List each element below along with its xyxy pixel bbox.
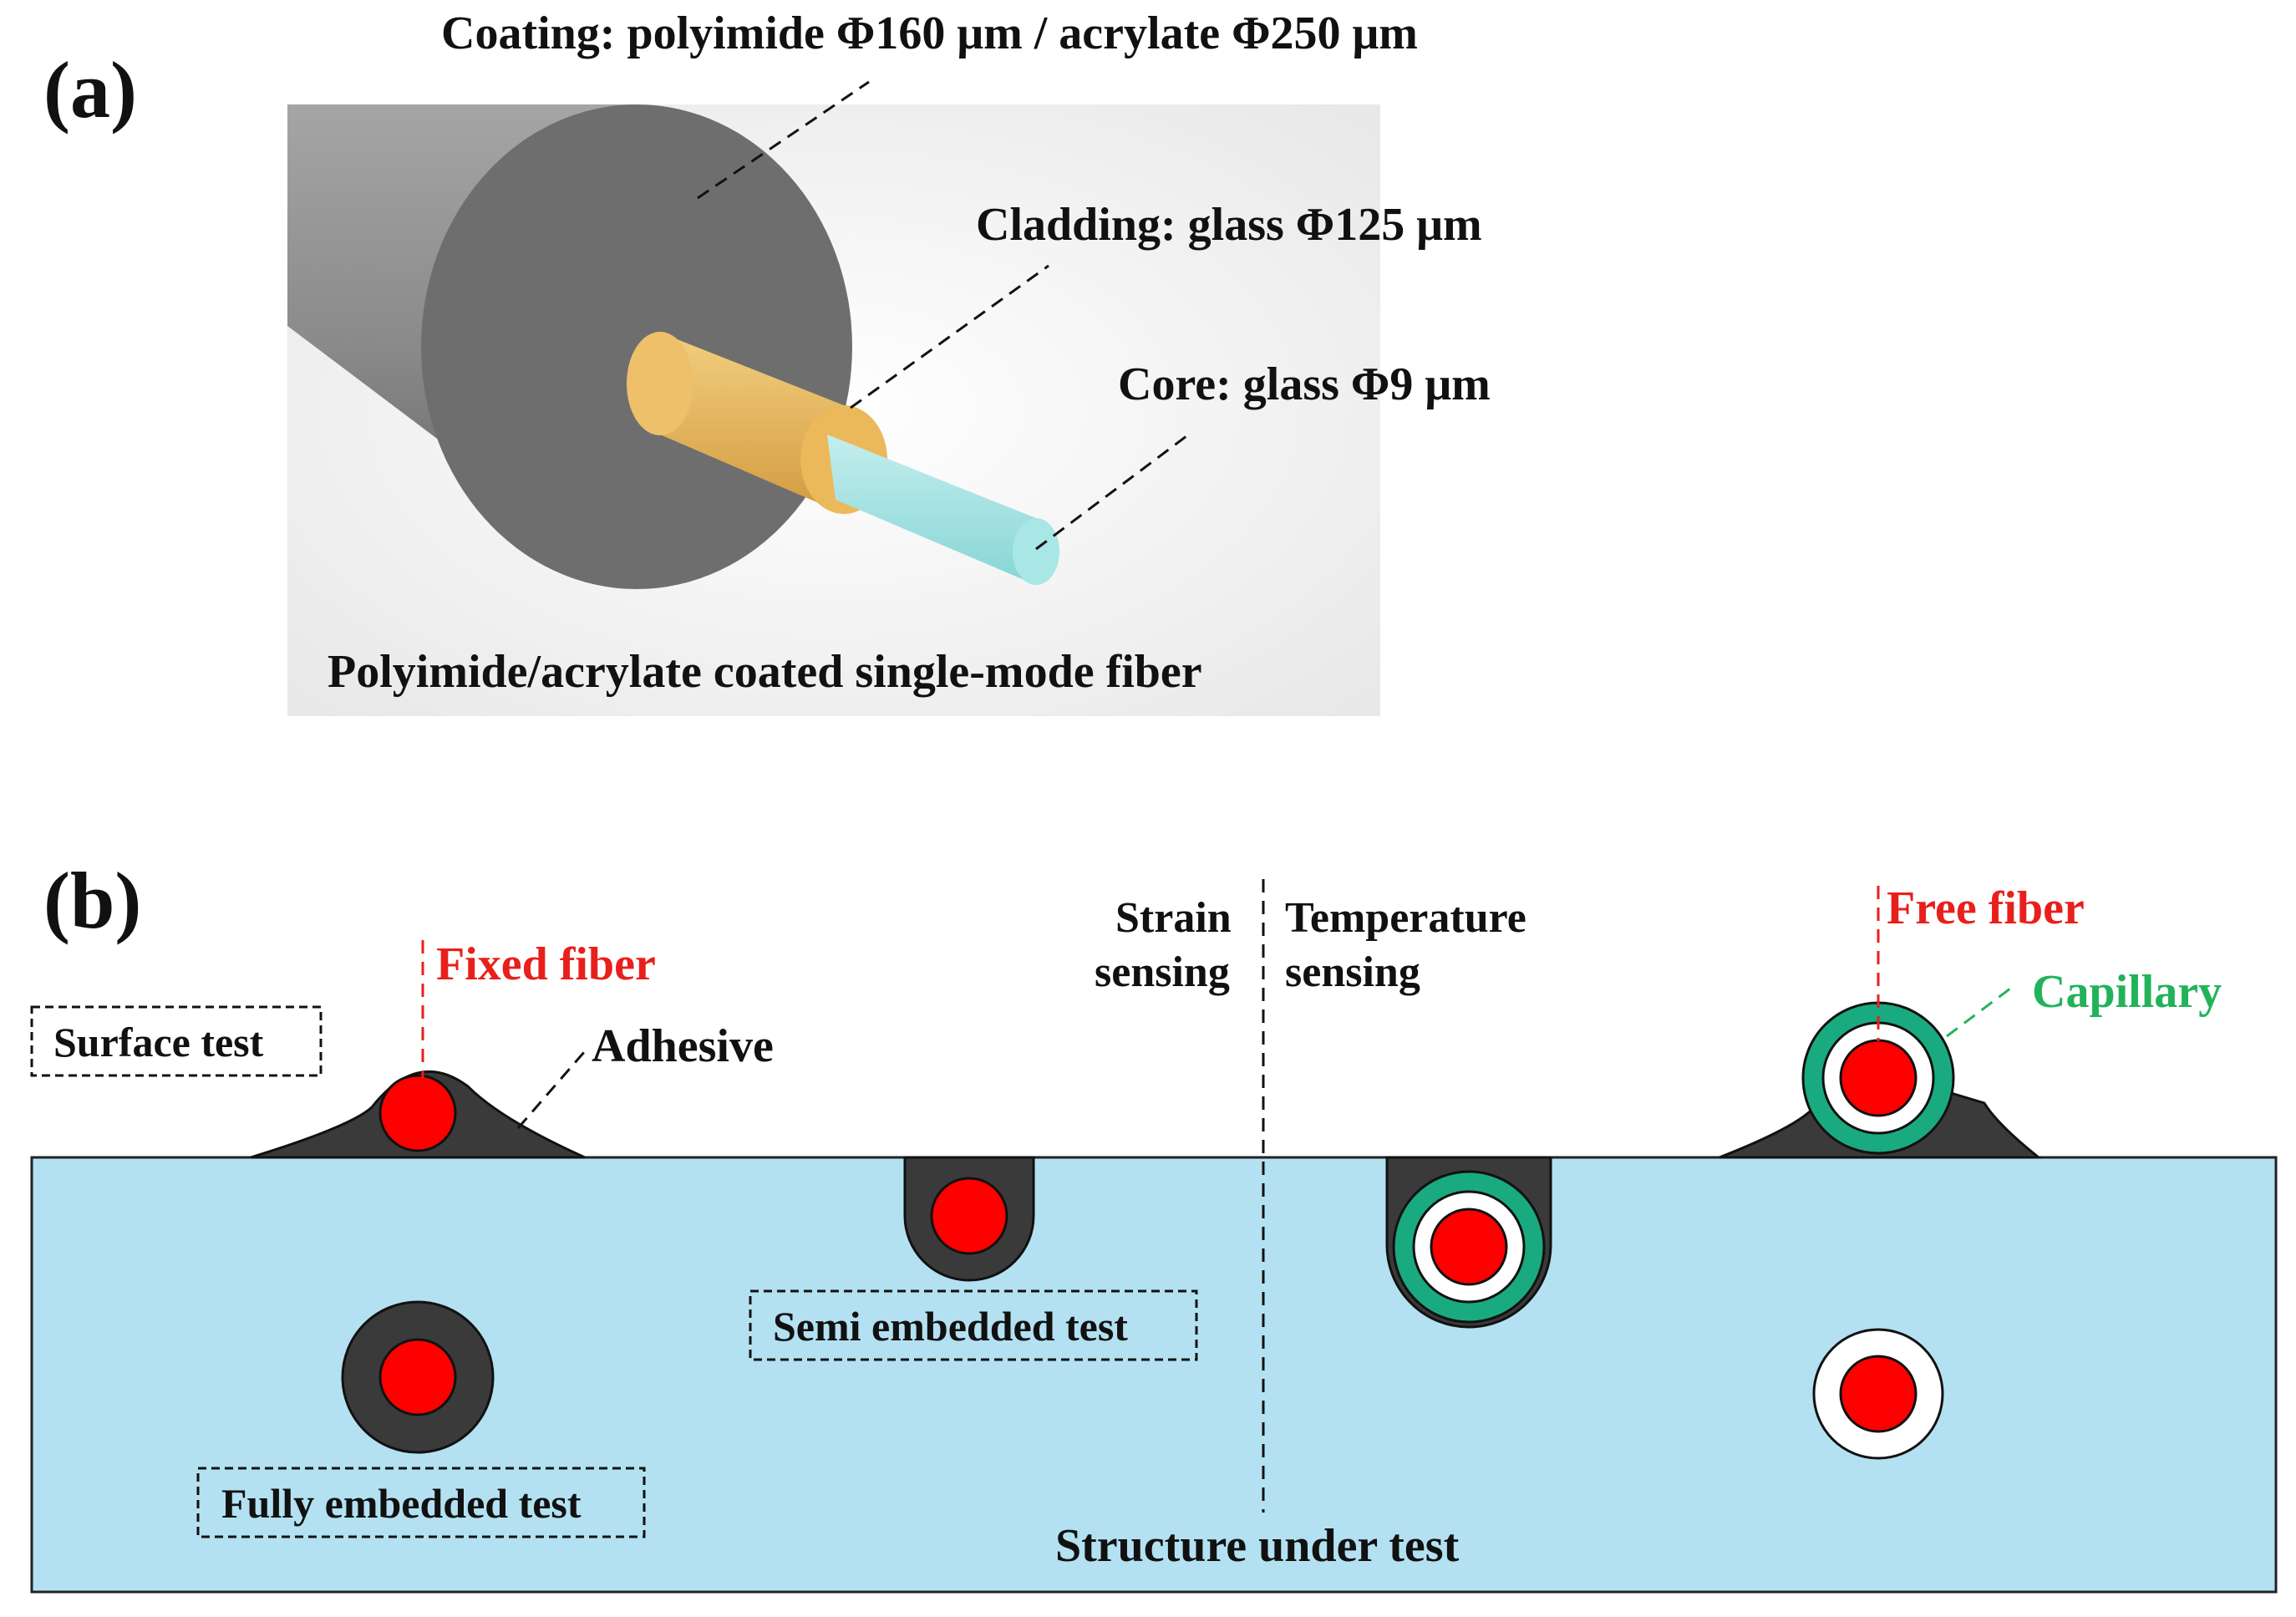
semi-embedded-strain-fiber — [903, 1156, 1035, 1282]
fixed-fiber-dot — [378, 1074, 457, 1152]
fully-embedded-temperature-fiber — [1812, 1328, 1944, 1460]
fiber-caption: Polyimide/acrylate coated single-mode fi… — [328, 646, 1202, 698]
temperature-label-line2: sensing — [1285, 948, 1420, 996]
semi-embedded-fiber-dot — [930, 1177, 1008, 1255]
surface-temperature-fiber — [1719, 1001, 2043, 1159]
panel-a-leaders — [697, 80, 1187, 551]
panel-b-label: (b) — [43, 856, 141, 945]
adhesive-leader — [516, 1050, 587, 1129]
panel-a-label: (a) — [43, 45, 137, 135]
semi-embedded-temperature-fiber — [1385, 1156, 1552, 1329]
capillary-leader — [1946, 984, 2014, 1038]
cladding-leader — [850, 264, 1049, 409]
semi-embedded-label: Semi embedded test — [773, 1303, 1128, 1350]
cladding-start — [627, 332, 693, 435]
core-body — [827, 435, 1036, 585]
fully-embedded-label: Fully embedded test — [221, 1480, 582, 1527]
semi-embedded-box — [749, 1289, 1198, 1361]
capillary-label: Capillary — [2032, 966, 2222, 1018]
fully-embedded-box — [196, 1467, 646, 1538]
fully-embedded-fiber-dot — [378, 1338, 457, 1416]
surface-strain-fiber — [250, 1070, 586, 1159]
coating-label: Coating: polyimide Φ160 μm / acrylate Φ2… — [441, 8, 1418, 59]
core-label: Core: glass Φ9 μm — [1118, 358, 1491, 410]
core-leader — [1035, 435, 1187, 551]
strain-label-line2: sensing — [1095, 948, 1230, 996]
strain-label-line1: Strain — [1115, 894, 1232, 942]
semi-embedded-free-fiber-dot — [1430, 1208, 1508, 1286]
cladding-body — [660, 333, 844, 514]
free-fiber-label: Free fiber — [1887, 882, 2085, 934]
fiber-render — [287, 104, 1380, 716]
free-fiber-dot — [1839, 1039, 1918, 1117]
surface-test-box — [30, 1005, 323, 1077]
surface-test-label: Surface test — [53, 1019, 264, 1065]
adhesive-label: Adhesive — [592, 1020, 774, 1072]
cladding-label: Cladding: glass Φ125 μm — [976, 199, 1482, 251]
structure-label: Structure under test — [1055, 1520, 1460, 1572]
temperature-label-line1: Temperature — [1285, 894, 1526, 942]
fully-embedded-strain-fiber — [341, 1300, 495, 1454]
fully-embedded-free-fiber-dot — [1839, 1355, 1918, 1433]
coating-leader — [697, 80, 870, 200]
fixed-fiber-label: Fixed fiber — [436, 938, 656, 990]
core-end-face — [1013, 518, 1059, 585]
